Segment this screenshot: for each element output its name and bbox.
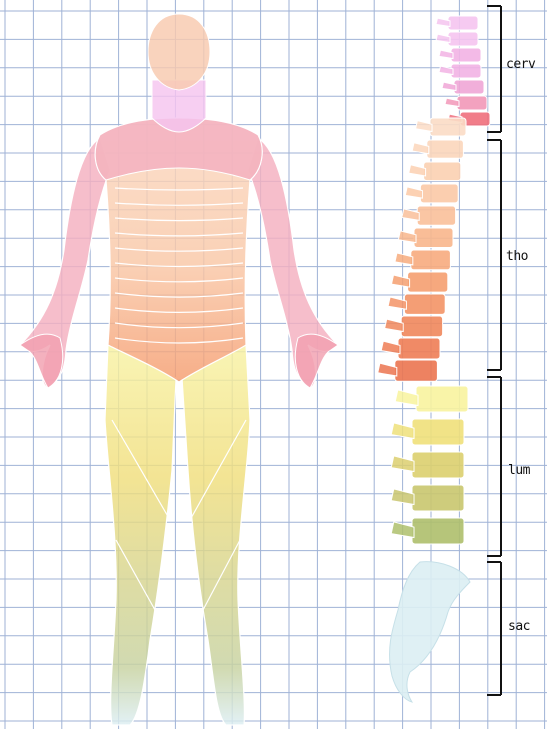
bracket-sacral [487, 562, 501, 695]
label-lumbar: lum [508, 464, 530, 477]
thoracic-vertebra [388, 294, 445, 314]
label-cervical: cerv [506, 58, 535, 71]
sacrum [390, 562, 470, 702]
thoracic-vertebra [409, 162, 461, 181]
thoracic-vertebra [402, 206, 456, 225]
region-brackets [487, 6, 501, 695]
human-body-figure [20, 14, 338, 725]
cervical-vertebra [445, 96, 487, 110]
thoracic-vertebra [416, 118, 466, 136]
cervical-vertebra [439, 64, 481, 78]
cervical-vertebra [442, 80, 484, 94]
cervical-vertebra [439, 48, 481, 62]
thoracic-vertebra [405, 184, 458, 203]
spinal-column [378, 16, 490, 544]
thoracic-vertebra [412, 140, 463, 158]
thoracic-vertebra [378, 360, 438, 381]
cervical-vertebra [436, 32, 478, 46]
thoracic-vertebra [385, 316, 443, 337]
label-sacral: sac [508, 620, 530, 633]
cervical-vertebra [436, 16, 478, 30]
sacrum-shape [390, 562, 470, 702]
thoracic-vertebra [381, 338, 440, 359]
thoracic-vertebra [398, 228, 453, 248]
label-thoracic: tho [506, 250, 528, 263]
bracket-lumbar [487, 377, 501, 556]
bracket-thoracic [487, 140, 501, 370]
head [148, 14, 210, 90]
thoracic-vertebra [392, 272, 448, 292]
right-leg [182, 345, 250, 725]
left-leg [105, 345, 176, 725]
